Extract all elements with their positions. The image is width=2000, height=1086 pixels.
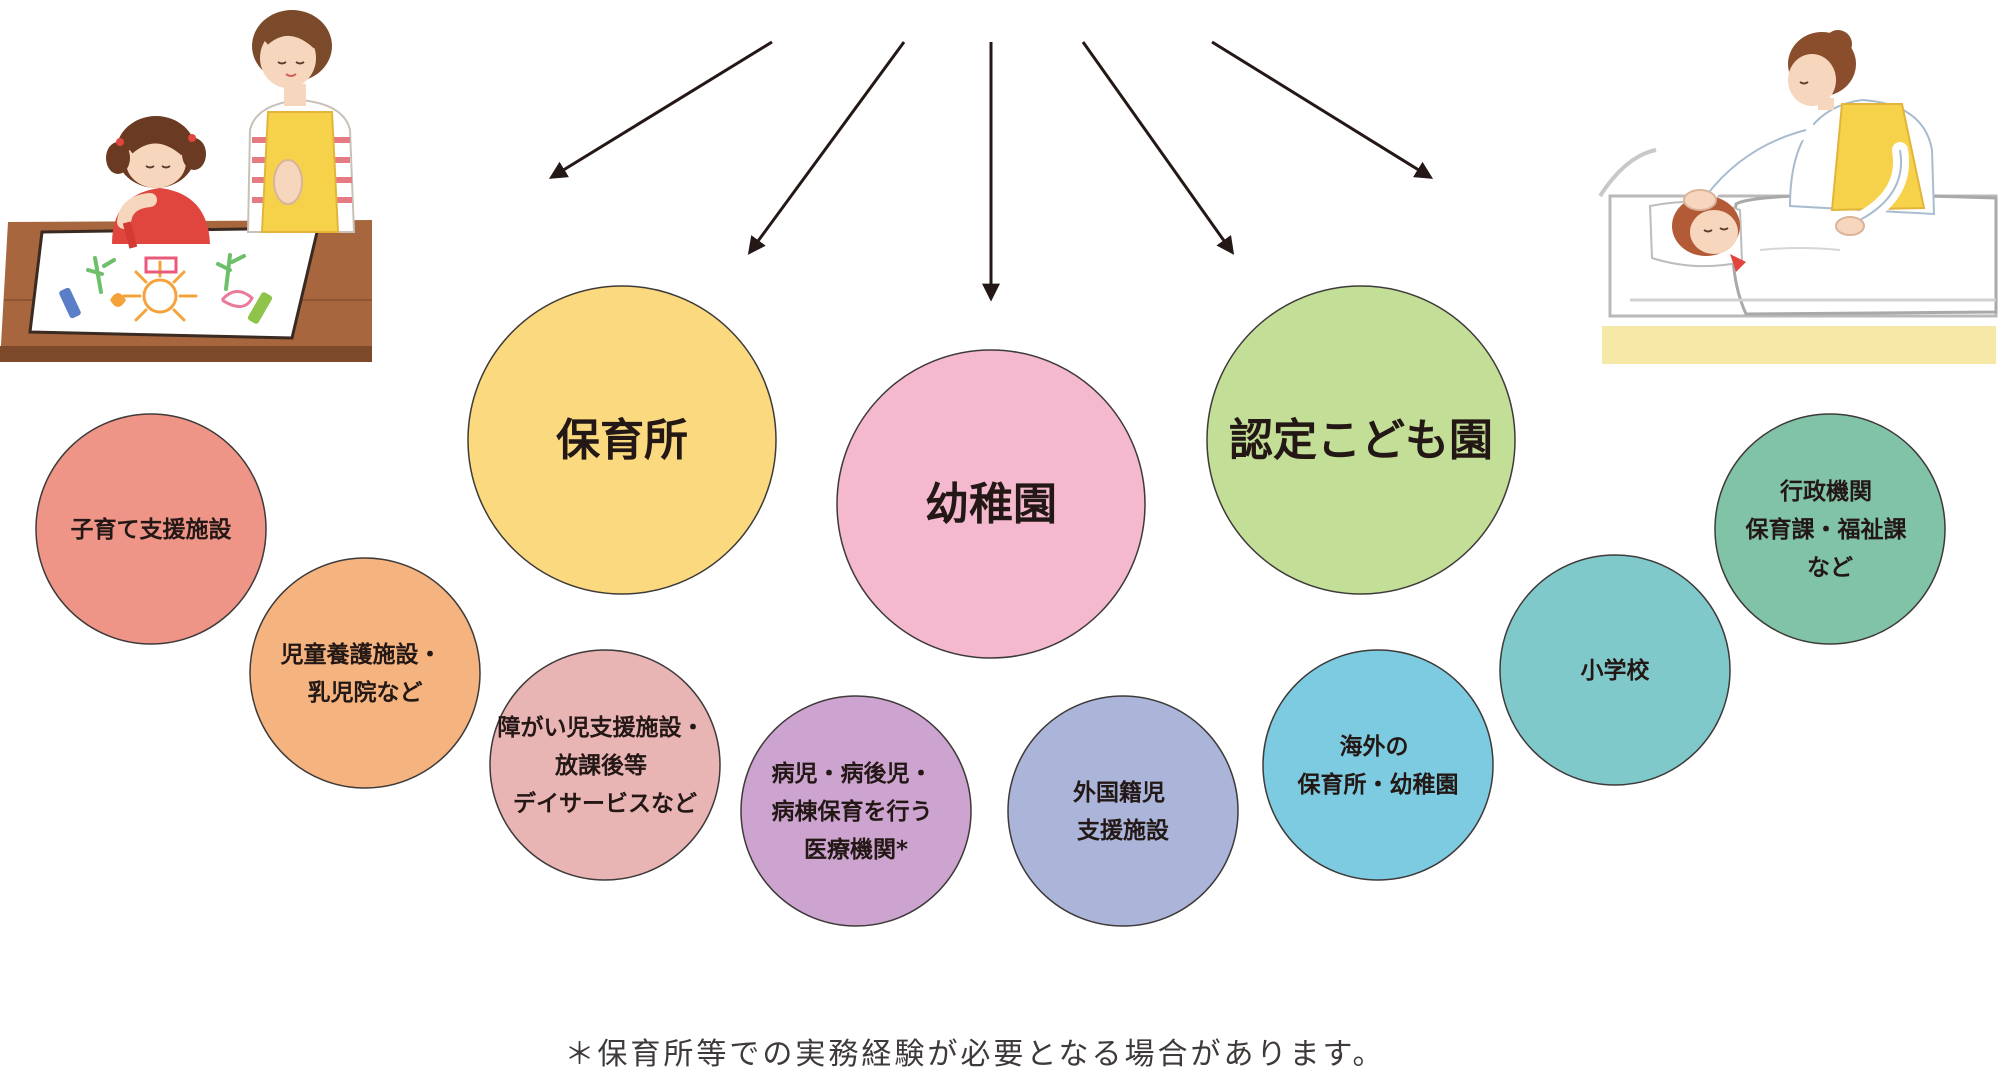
nintei-kodomoen-label: 認定こども園 bbox=[1229, 415, 1493, 466]
svg-text:幼稚園: 幼稚園 bbox=[925, 479, 1057, 530]
gyosei-kikan-circle bbox=[1714, 413, 1946, 645]
facility-jido-yogo: 児童養護施設・ 乳児院など bbox=[249, 557, 481, 789]
kaigai-circle bbox=[1262, 649, 1494, 881]
shogaiji-shien-label-line1: 障がい児支援施設・ bbox=[497, 714, 704, 741]
svg-text:外国籍児 支援施設: 外国籍児 支援施設 bbox=[1073, 779, 1173, 844]
kaigai-label-line2: 保育所・幼稚園 bbox=[1297, 771, 1459, 798]
facility-gyosei-kikan: 行政機関 保育課・福祉課 など bbox=[1714, 413, 1946, 645]
facility-kaigai: 海外の 保育所・幼稚園 bbox=[1262, 649, 1494, 881]
svg-text:＊保育所等での実務経験が必要となる場合があります。: ＊保育所等での実務経験が必要となる場合があります。 bbox=[564, 1037, 1385, 1072]
table-edge bbox=[0, 346, 372, 362]
shogaiji-shien-label-line2: 放課後等 bbox=[554, 752, 647, 779]
nintei-kodomoen-circle bbox=[1206, 285, 1516, 595]
svg-text:認定こども園: 認定こども園 bbox=[1229, 415, 1493, 466]
byoji-hoiku-label-line1: 病児・病後児・ bbox=[771, 760, 932, 787]
svg-text:行政機関 保育課・福祉課 など: 行政機関 保育課・福祉課 など bbox=[1744, 478, 1914, 581]
caregiver-figure bbox=[1683, 30, 1936, 236]
shogaiji-shien-label-line3: デイサービスなど bbox=[513, 790, 697, 817]
byoji-hoiku-circle bbox=[740, 695, 972, 927]
byoji-hoiku-label-line2: 病棟保育を行う bbox=[771, 798, 932, 825]
shogaiji-shien-circle bbox=[489, 649, 721, 881]
svg-text:保育所: 保育所 bbox=[556, 415, 688, 466]
bed-headboard bbox=[1598, 148, 1657, 198]
arrow-to-nintei-kodomoen bbox=[1081, 41, 1235, 255]
sick-child-figure bbox=[1672, 196, 1746, 272]
shogakko-label: 小学校 bbox=[1581, 657, 1651, 684]
kosodate-shien-circle bbox=[35, 413, 267, 645]
facility-byoji-hoiku: 病児・病後児・ 病棟保育を行う 医療機関* bbox=[740, 695, 972, 927]
hoikusho-label: 保育所 bbox=[556, 415, 688, 466]
hand-on-forehead bbox=[1683, 189, 1717, 211]
gaikokuseki-shien-label-line1: 外国籍児 bbox=[1073, 779, 1165, 806]
arrow-to-hoikusho bbox=[747, 41, 906, 255]
bed-base bbox=[1602, 326, 1996, 364]
svg-text:障がい児支援施設・ 放課後等 デイサ: 障がい児支援施設・ 放課後等 デイサービスなど bbox=[497, 714, 712, 817]
gaikokuseki-shien-label-line2: 支援施設 bbox=[1076, 817, 1170, 844]
yochien-circle bbox=[836, 349, 1146, 659]
svg-text:子育て支援施設: 子育て支援施設 bbox=[71, 516, 233, 543]
footnote: ＊保育所等での実務経験が必要となる場合があります。 bbox=[564, 1037, 1385, 1072]
svg-text:児童養護施設・ 乳児院など: 児童養護施設・ 乳児院など bbox=[279, 641, 449, 706]
arrow-to-nintei-kodomoen-right bbox=[1211, 40, 1434, 179]
gyosei-kikan-label-line2: 保育課・福祉課 bbox=[1744, 516, 1907, 543]
shogakko-circle bbox=[1499, 554, 1731, 786]
caregiver-sick-child-bed-illustration bbox=[1598, 30, 1998, 364]
arrows bbox=[548, 40, 1434, 302]
facility-shogakko: 小学校 bbox=[1499, 554, 1731, 786]
byoji-hoiku-label-line3: 医療機関* bbox=[804, 836, 908, 863]
child-figure bbox=[106, 116, 210, 249]
jido-yogo-label-line2: 乳児院など bbox=[308, 679, 423, 706]
mother-child-drawing-illustration bbox=[0, 10, 372, 362]
jido-yogo-circle bbox=[249, 557, 481, 789]
gyosei-kikan-label-line3: など bbox=[1807, 555, 1853, 581]
clasped-hands bbox=[273, 159, 303, 205]
main-facility-yochien: 幼稚園 bbox=[836, 349, 1146, 659]
svg-text:海外の 保育所・幼稚園: 海外の 保育所・幼稚園 bbox=[1297, 733, 1459, 798]
jido-yogo-label-line1: 児童養護施設・ bbox=[279, 641, 441, 668]
hoikusho-circle bbox=[467, 285, 777, 595]
facility-shogaiji-shien: 障がい児支援施設・ 放課後等 デイサービスなど bbox=[489, 649, 721, 881]
kosodate-shien-label: 子育て支援施設 bbox=[71, 516, 233, 543]
facility-gaikokuseki-shien: 外国籍児 支援施設 bbox=[1007, 695, 1239, 927]
svg-text:小学校: 小学校 bbox=[1581, 657, 1651, 684]
facility-kosodate-shien: 子育て支援施設 bbox=[35, 413, 267, 645]
yochien-label: 幼稚園 bbox=[925, 479, 1057, 530]
mother-figure bbox=[246, 10, 356, 233]
main-facility-nintei-kodomoen: 認定こども園 bbox=[1206, 285, 1516, 595]
svg-text:病児・病後児・ 病棟保育を行う 医療: 病児・病後児・ 病棟保育を行う 医療機関* bbox=[771, 760, 940, 863]
red-crayon bbox=[122, 221, 138, 249]
kaigai-label-line1: 海外の bbox=[1339, 733, 1408, 760]
arrow-to-hoikusho-left bbox=[548, 40, 773, 179]
gaikokuseki-shien-circle bbox=[1007, 695, 1239, 927]
crayon-drawings bbox=[59, 253, 273, 324]
gyosei-kikan-label-line1: 行政機関 bbox=[1779, 478, 1872, 505]
main-facility-hoikusho: 保育所 bbox=[467, 285, 777, 595]
